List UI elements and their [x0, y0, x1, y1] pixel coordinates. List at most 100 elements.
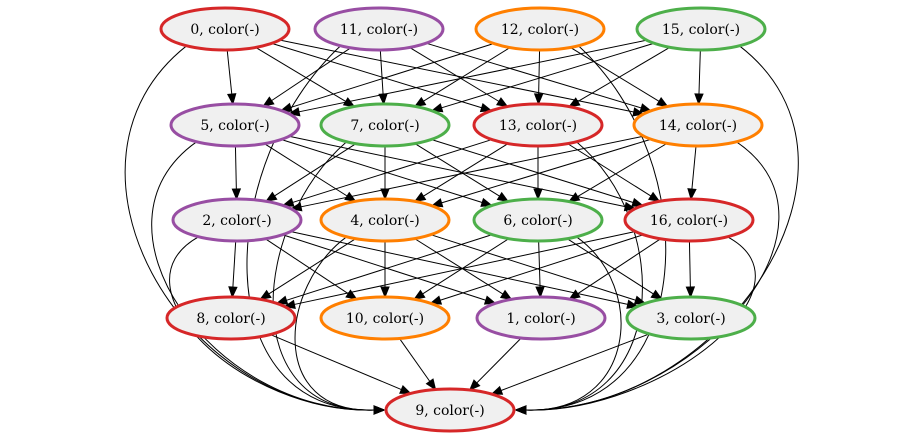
edge-8-to-9 — [270, 334, 412, 394]
node-9-label: 9, color(-) — [415, 403, 484, 419]
edge-16-to-10-arrowhead — [429, 295, 443, 305]
node-7[interactable]: 7, color(-) — [319, 102, 451, 148]
edge-2-to-8 — [228, 240, 238, 299]
edge-4-to-9 — [294, 236, 386, 415]
edge-15-to-7 — [430, 42, 655, 113]
edge-5-to-16-line — [288, 135, 626, 208]
edge-14-to-6-line — [577, 142, 668, 197]
node-4-ellipse — [319, 197, 451, 243]
edge-12-to-14 — [570, 47, 669, 108]
edge-14-to-16-arrowhead — [687, 188, 697, 201]
edge-5-to-2-line — [234, 145, 237, 190]
edge-11-to-13-line — [409, 47, 500, 102]
node-2-ellipse — [171, 197, 303, 243]
edge-2-to-1-line — [282, 234, 486, 301]
edge-12-to-13 — [533, 49, 544, 106]
edge-13-to-6-arrowhead — [533, 188, 543, 201]
node-8[interactable]: 8, color(-) — [165, 295, 297, 341]
edge-12-to-5-line — [290, 43, 494, 108]
node-5[interactable]: 5, color(-) — [169, 102, 301, 148]
edge-15-to-5-line — [298, 39, 647, 113]
node-15-ellipse — [635, 6, 767, 52]
node-9[interactable]: 9, color(-) — [384, 387, 516, 433]
node-10[interactable]: 10, color(-) — [319, 295, 451, 341]
node-1-ellipse — [475, 295, 607, 341]
node-0[interactable]: 0, color(-) — [159, 6, 291, 52]
edge-0-to-13-line — [271, 42, 482, 109]
edge-7-to-2-line — [274, 143, 357, 197]
edge-12-to-7 — [413, 47, 511, 108]
edge-11-to-13 — [409, 47, 509, 108]
edge-12-to-13-arrowhead — [533, 93, 544, 106]
edge-4-to-9-arrowhead — [373, 405, 386, 415]
edge-6-to-3-line — [566, 238, 654, 295]
edge-5-to-4-line — [264, 143, 348, 197]
edge-7-to-9 — [272, 141, 386, 415]
edge-11-to-13-arrowhead — [496, 97, 509, 108]
edge-6-to-8-line — [286, 234, 493, 301]
edge-2-to-10-line — [265, 238, 349, 295]
edge-14-to-6 — [567, 142, 668, 203]
edge-14-to-9-line — [525, 141, 780, 411]
node-13[interactable]: 13, color(-) — [472, 102, 604, 148]
edge-12-to-7-arrowhead — [413, 96, 427, 108]
edge-6-to-8-arrowhead — [275, 295, 289, 305]
edge-0-to-7-line — [255, 46, 346, 102]
edge-14-to-4-line — [441, 138, 652, 204]
node-16[interactable]: 16, color(-) — [623, 197, 755, 243]
node-12[interactable]: 12, color(-) — [474, 6, 606, 52]
edge-7-to-2-arrowhead — [264, 191, 278, 203]
edge-2-to-9-line — [169, 236, 375, 411]
node-15[interactable]: 15, color(-) — [635, 6, 767, 52]
node-11-ellipse — [313, 6, 445, 52]
edge-15-to-13 — [567, 46, 671, 108]
edge-15-to-7-arrowhead — [430, 103, 444, 113]
node-11[interactable]: 11, color(-) — [313, 6, 445, 52]
nodes-layer: 0, color(-) 11, color(-) 12, color(-) 15, c… — [159, 6, 767, 433]
edge-15-to-7-line — [441, 42, 655, 109]
node-2[interactable]: 2, color(-) — [171, 197, 303, 243]
node-14[interactable]: 14, color(-) — [632, 102, 764, 148]
node-8-label: 8, color(-) — [196, 311, 265, 327]
edge-3-to-9-arrowhead — [490, 385, 504, 395]
node-12-label: 12, color(-) — [501, 22, 579, 38]
edge-4-to-10 — [380, 241, 390, 299]
node-3-ellipse — [625, 295, 757, 341]
edge-2-to-1 — [282, 234, 497, 305]
edge-11-to-9-line — [246, 45, 375, 411]
node-6[interactable]: 6, color(-) — [472, 197, 604, 243]
edge-14-to-16 — [687, 145, 697, 201]
edge-6-to-8 — [275, 234, 493, 305]
edge-11-to-5-arrowhead — [262, 96, 275, 107]
edge-5-to-6-arrowhead — [480, 197, 494, 207]
node-3[interactable]: 3, color(-) — [625, 295, 757, 341]
edge-5-to-2-arrowhead — [231, 188, 242, 201]
edge-11-to-5-line — [271, 47, 352, 102]
edge-0-to-5-line — [226, 49, 233, 95]
edge-7-to-2 — [264, 143, 357, 203]
edge-2-to-1-arrowhead — [483, 295, 497, 305]
edge-12-to-9-line — [525, 45, 667, 411]
edge-4-to-3 — [430, 234, 647, 305]
node-13-label: 13, color(-) — [499, 118, 577, 134]
edge-5-to-9 — [151, 141, 386, 415]
node-1[interactable]: 1, color(-) — [475, 295, 607, 341]
edge-5-to-6 — [281, 139, 494, 207]
edge-7-to-16-line — [431, 139, 634, 204]
node-4[interactable]: 4, color(-) — [319, 197, 451, 243]
edge-15-to-14 — [694, 49, 704, 106]
node-8-ellipse — [165, 295, 297, 341]
edge-3-to-9 — [490, 333, 650, 395]
edge-14-to-4-arrowhead — [430, 198, 444, 208]
edge-2-to-8-line — [232, 240, 237, 288]
edge-14-to-16-line — [691, 145, 697, 190]
edge-13-to-4-line — [423, 143, 509, 197]
edge-0-to-5-arrowhead — [227, 93, 237, 106]
edge-8-to-9-arrowhead — [399, 385, 412, 394]
node-6-ellipse — [472, 197, 604, 243]
edge-6-to-3 — [566, 238, 663, 301]
edge-7-to-16-arrowhead — [631, 197, 644, 207]
edge-13-to-2 — [281, 139, 493, 207]
edge-12-to-14-arrowhead — [656, 97, 669, 108]
